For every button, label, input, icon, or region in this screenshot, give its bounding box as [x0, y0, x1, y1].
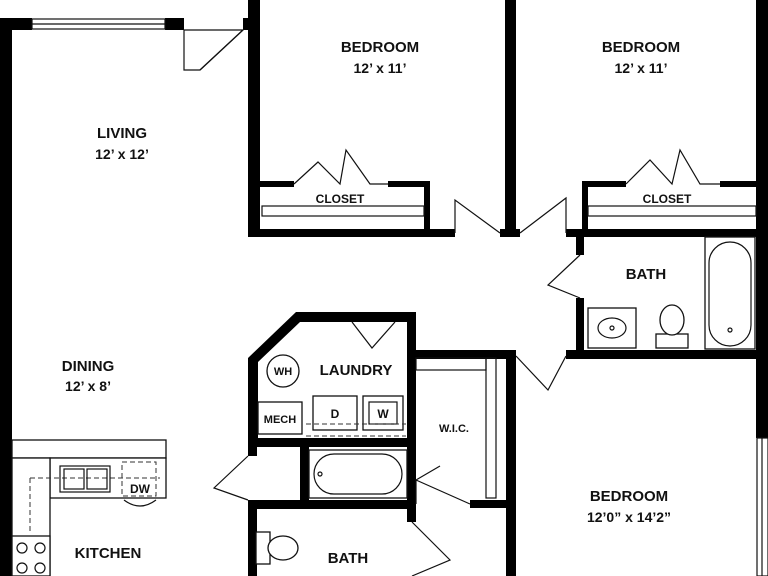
- closet-2-label: CLOSET: [643, 192, 692, 206]
- wic-label: W.I.C.: [439, 423, 469, 435]
- kitchen-label: KITCHEN: [75, 545, 142, 562]
- dishwasher-label: DW: [130, 482, 151, 496]
- living-size: 12’ x 12’: [95, 146, 149, 162]
- bedroom-1-size: 12’ x 11’: [354, 60, 407, 76]
- living-name: LIVING: [97, 125, 147, 142]
- mech-label: MECH: [264, 414, 296, 426]
- bedroom-3-name: BEDROOM: [590, 488, 668, 505]
- dining-size: 12’ x 8’: [65, 378, 111, 394]
- windows: [31, 18, 768, 576]
- dryer-label: D: [331, 407, 340, 421]
- doors: [183, 29, 720, 576]
- water-heater-label: WH: [274, 366, 292, 378]
- bath-lower-label: BATH: [328, 550, 369, 567]
- closet-shelves: [261, 205, 757, 499]
- dining-name: DINING: [62, 358, 115, 375]
- bath-fixtures: [255, 236, 756, 565]
- laundry-fixtures: [257, 354, 406, 437]
- bedroom-1-name: BEDROOM: [341, 39, 419, 56]
- washer-label: W: [377, 407, 389, 421]
- bath-upper-label: BATH: [626, 266, 667, 283]
- kitchen-fixtures: [11, 439, 167, 576]
- room-labels: LIVING 12’ x 12’ BEDROOM 12’ x 11’ BEDRO…: [62, 39, 692, 567]
- bedroom-3-size: 12’0” x 14’2”: [587, 509, 671, 525]
- bedroom-2-name: BEDROOM: [602, 39, 680, 56]
- laundry-label: LAUNDRY: [320, 362, 393, 379]
- closet-1-label: CLOSET: [316, 192, 365, 206]
- bedroom-2-size: 12’ x 11’: [615, 60, 668, 76]
